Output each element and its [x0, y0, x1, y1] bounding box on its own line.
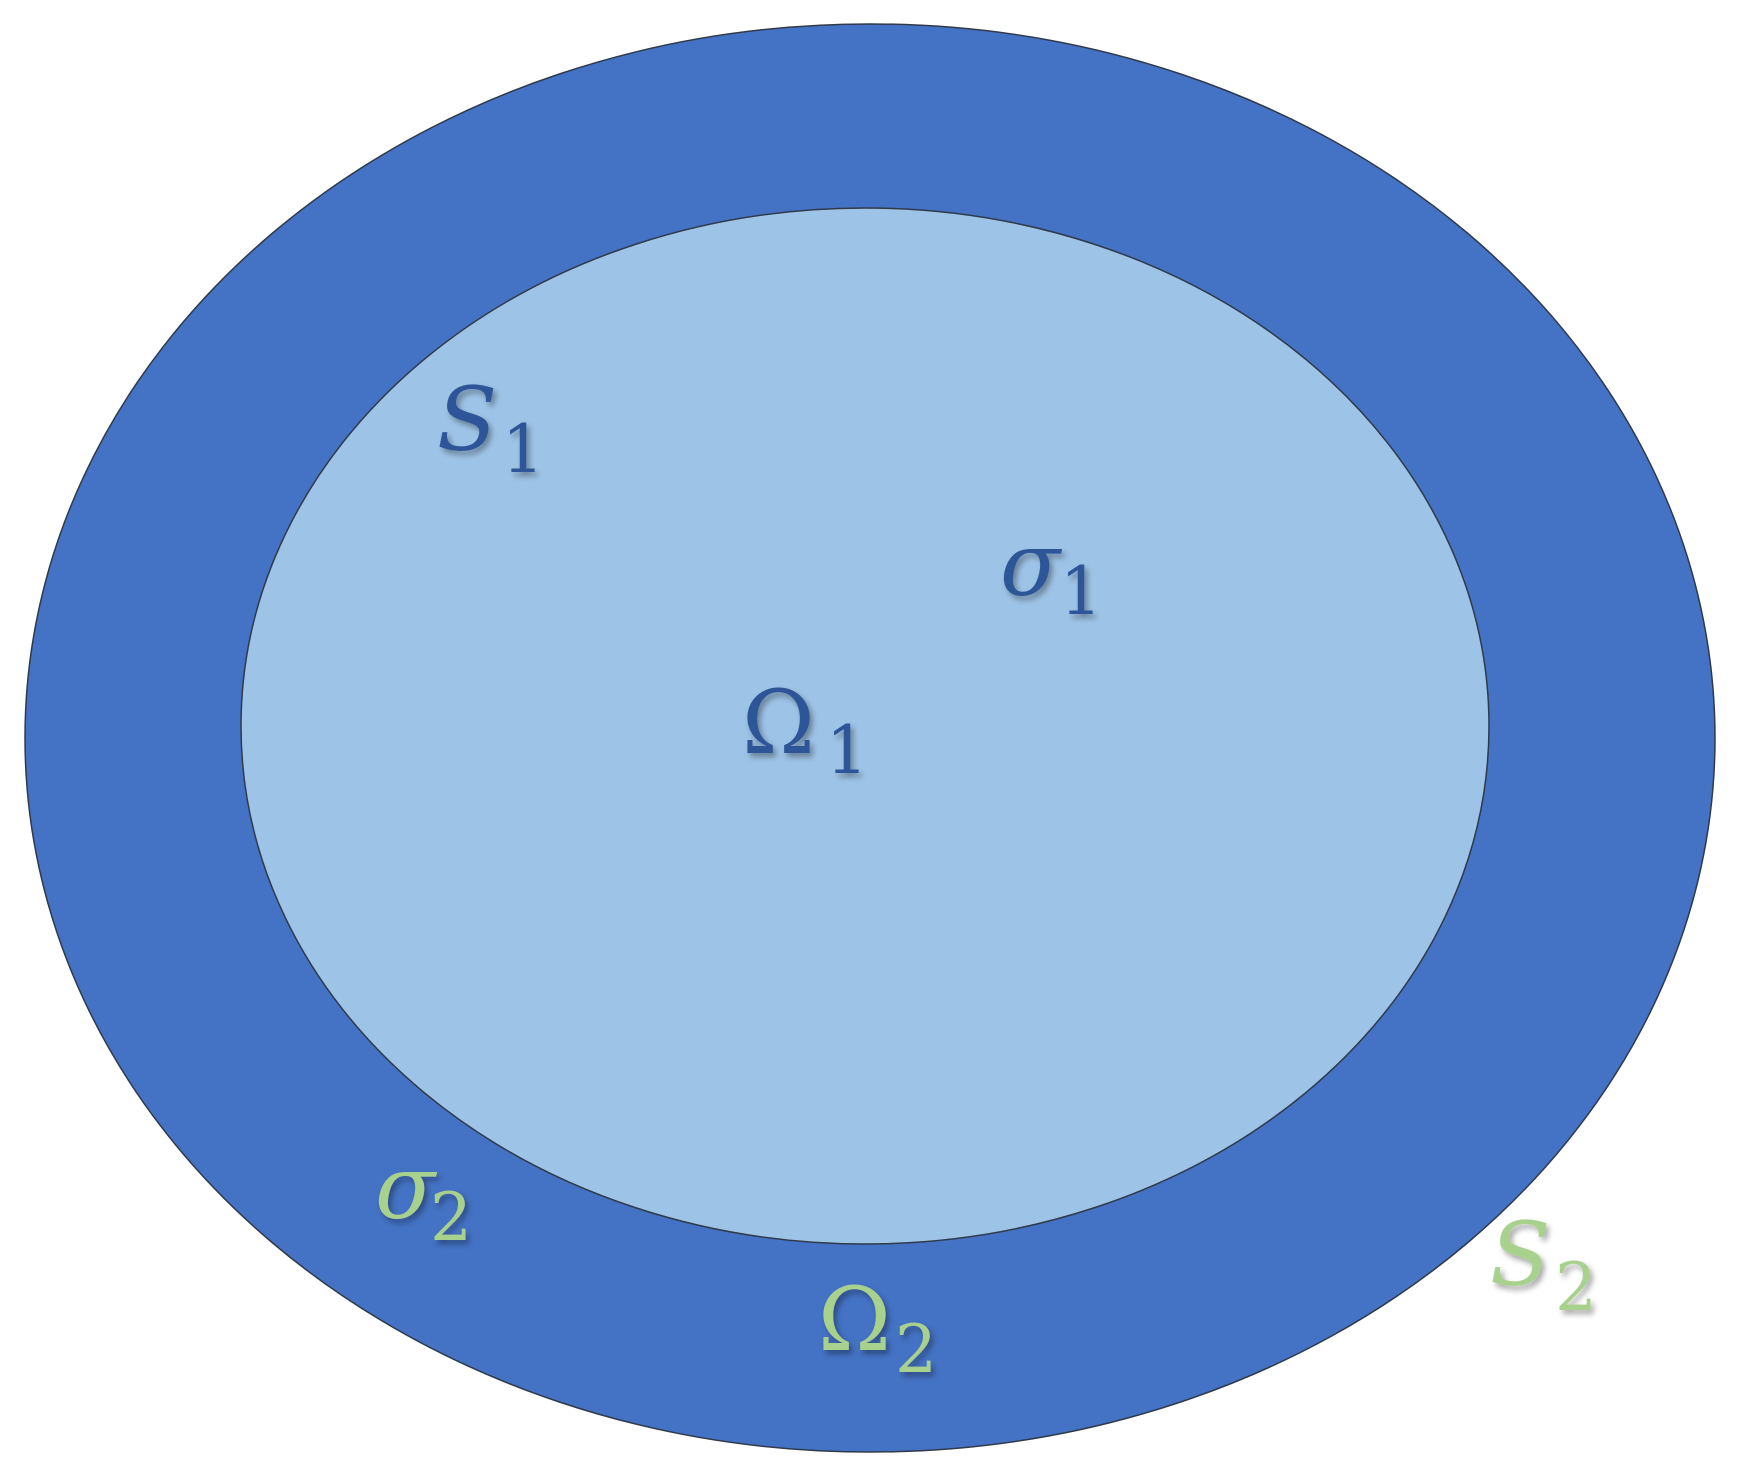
- label-sigma2-subscript: 2: [430, 1179, 472, 1256]
- label-omega2-subscript: 2: [895, 1311, 937, 1388]
- label-s2: S 2: [1490, 1203, 1597, 1326]
- label-omega2-base: Ω: [818, 1268, 891, 1371]
- label-omega1: Ω 1: [742, 671, 868, 789]
- label-sigma1: σ 1: [1000, 513, 1102, 630]
- label-s1-subscript: 1: [502, 411, 544, 488]
- label-omega1-base: Ω: [742, 671, 815, 774]
- label-s2-subscript: 2: [1555, 1249, 1597, 1326]
- label-sigma1-base: σ: [1000, 513, 1063, 616]
- label-sigma2-base: σ: [375, 1136, 438, 1239]
- label-s2-base: S: [1490, 1203, 1550, 1306]
- label-omega1-subscript: 1: [826, 712, 868, 789]
- label-omega2: Ω 2: [818, 1268, 937, 1388]
- label-s1-base: S: [437, 368, 497, 471]
- inner-region-omega1: [240, 207, 1490, 1245]
- label-sigma1-subscript: 1: [1060, 553, 1102, 630]
- label-s1: S 1: [437, 368, 544, 488]
- label-sigma2: σ 2: [375, 1136, 472, 1256]
